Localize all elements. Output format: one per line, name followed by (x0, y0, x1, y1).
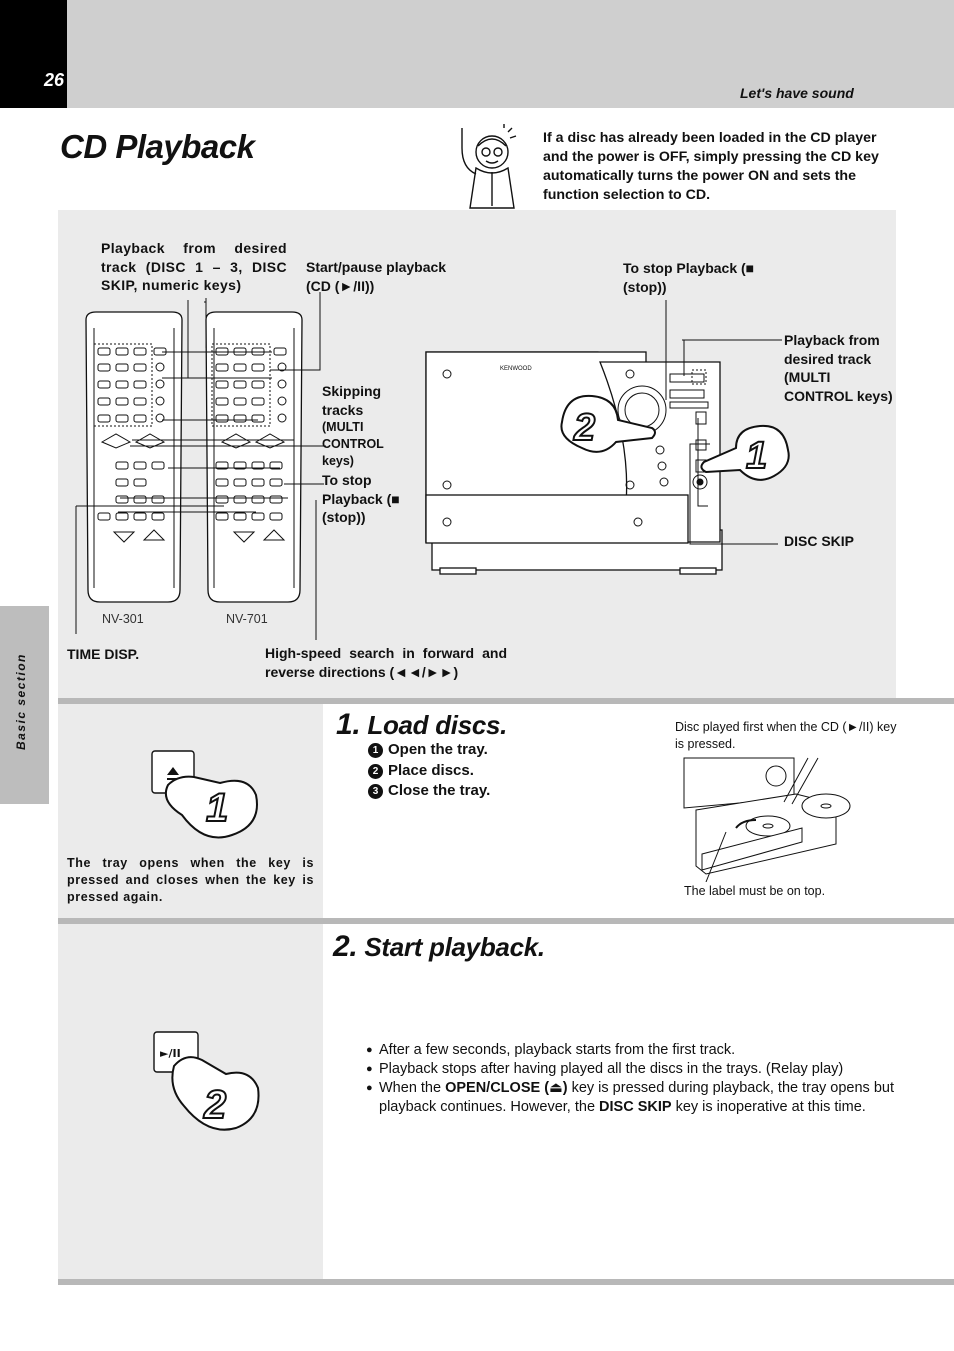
step-number-badge: 2 (368, 763, 383, 779)
step1-item: 1 Open the tray. (368, 740, 490, 761)
step1-title: Load discs. (367, 710, 508, 740)
label-time-disp: TIME DISP. (67, 646, 140, 662)
hand-step-number: 1 (746, 435, 767, 477)
label-desired-track: Playback from desired track (DISC 1 – 3,… (101, 240, 287, 293)
remote-controls-illustration (75, 292, 326, 640)
step1-number: 1. (336, 708, 361, 741)
step1-item: 3 Close the tray. (368, 781, 490, 802)
mascot-illustration (461, 124, 517, 209)
step-number-badge: 1 (368, 743, 383, 758)
label-skipping-sub: (MULTI CONTROL keys) (322, 420, 384, 468)
brand-logo: KENWOOD (500, 366, 532, 372)
step2-bullet: When the OPEN/CLOSE (⏏) key is pressed d… (366, 1079, 898, 1117)
label-disc-skip: DISC SKIP (784, 533, 855, 549)
disc-tray-illustration (683, 757, 851, 882)
step2-bullet: Playback stops after having played all t… (366, 1060, 898, 1079)
step-number-badge: 3 (368, 784, 383, 799)
step1-item-text: Place discs. (388, 761, 474, 779)
label-skipping: Skipping tracks (322, 383, 382, 418)
intro-note: If a disc has already been loaded in the… (543, 130, 879, 203)
disc-first-note: Disc played first when the CD (►/II) key… (675, 720, 897, 751)
side-section-label: Basic section (14, 653, 28, 750)
open-close-key-label: OPEN/CLOSE (⏏) (445, 1080, 568, 1096)
bullet-text: When the (379, 1080, 446, 1096)
step1-item-text: Close the tray. (388, 782, 491, 799)
main-unit-illustration (425, 300, 782, 575)
hand-step-number: 2 (203, 1083, 226, 1127)
label-start-pause: Start/pause playback (CD (►/II)) (306, 259, 447, 294)
remote2-model: NV-701 (226, 612, 268, 626)
header-bar (67, 0, 954, 108)
page-title: CD Playback (60, 128, 255, 165)
step2-bullets: After a few seconds, playback starts fro… (366, 1041, 898, 1117)
bullet-text: key is inoperative at this time. (671, 1099, 866, 1115)
hand-step-number: 1 (206, 786, 228, 830)
section-label: Let's have sound (740, 85, 854, 101)
page-number: 26 (44, 70, 65, 90)
step2-heading: 2. Start playback. (333, 930, 545, 964)
bullet-text: key is pressed during playback, the tray… (379, 1080, 894, 1115)
label-stop-remote: To stop Playback (■ (stop)) (322, 472, 400, 525)
step2-bullet: After a few seconds, playback starts fro… (366, 1041, 898, 1060)
eject-icon (167, 767, 179, 780)
label-high-speed: High-speed search in forward and reverse… (265, 645, 507, 680)
step1-heading: 1. Load discs. (336, 708, 507, 742)
side-section-tab (0, 606, 49, 804)
hand-step-number: 2 (573, 407, 595, 449)
step2-number: 2. (333, 930, 358, 963)
section-divider (58, 918, 954, 924)
play-pause-icon: ►/II (160, 1047, 181, 1060)
eject-key-with-hand-icon: 1 (151, 750, 258, 839)
step1-item-text: Open the tray. (388, 741, 488, 758)
step1-list: 1 Open the tray. 2 Place discs. 3 Close the… (368, 740, 490, 802)
label-desired-multi: Playback from desired track (MULTI CONTR… (784, 332, 893, 404)
pointing-hand-icon: 1 (700, 424, 790, 481)
step1-item: 2 Place discs. (368, 761, 490, 782)
step2-title: Start playback. (364, 932, 545, 962)
page-number-tab (0, 0, 67, 108)
play-pause-key-with-hand-icon: ►/II 2 (153, 1031, 260, 1131)
section-divider (58, 1279, 954, 1285)
remote1-model: NV-301 (102, 612, 144, 626)
disc-skip-key-label: DISC SKIP (599, 1099, 672, 1115)
label-on-top-note: The label must be on top. (684, 884, 826, 898)
label-stop-main: To stop Playback (■ (stop)) (623, 260, 755, 295)
step1-note: The tray opens when the key is pressed a… (67, 856, 314, 904)
pointing-hand-icon: 2 (560, 394, 656, 453)
section-divider (58, 698, 954, 704)
